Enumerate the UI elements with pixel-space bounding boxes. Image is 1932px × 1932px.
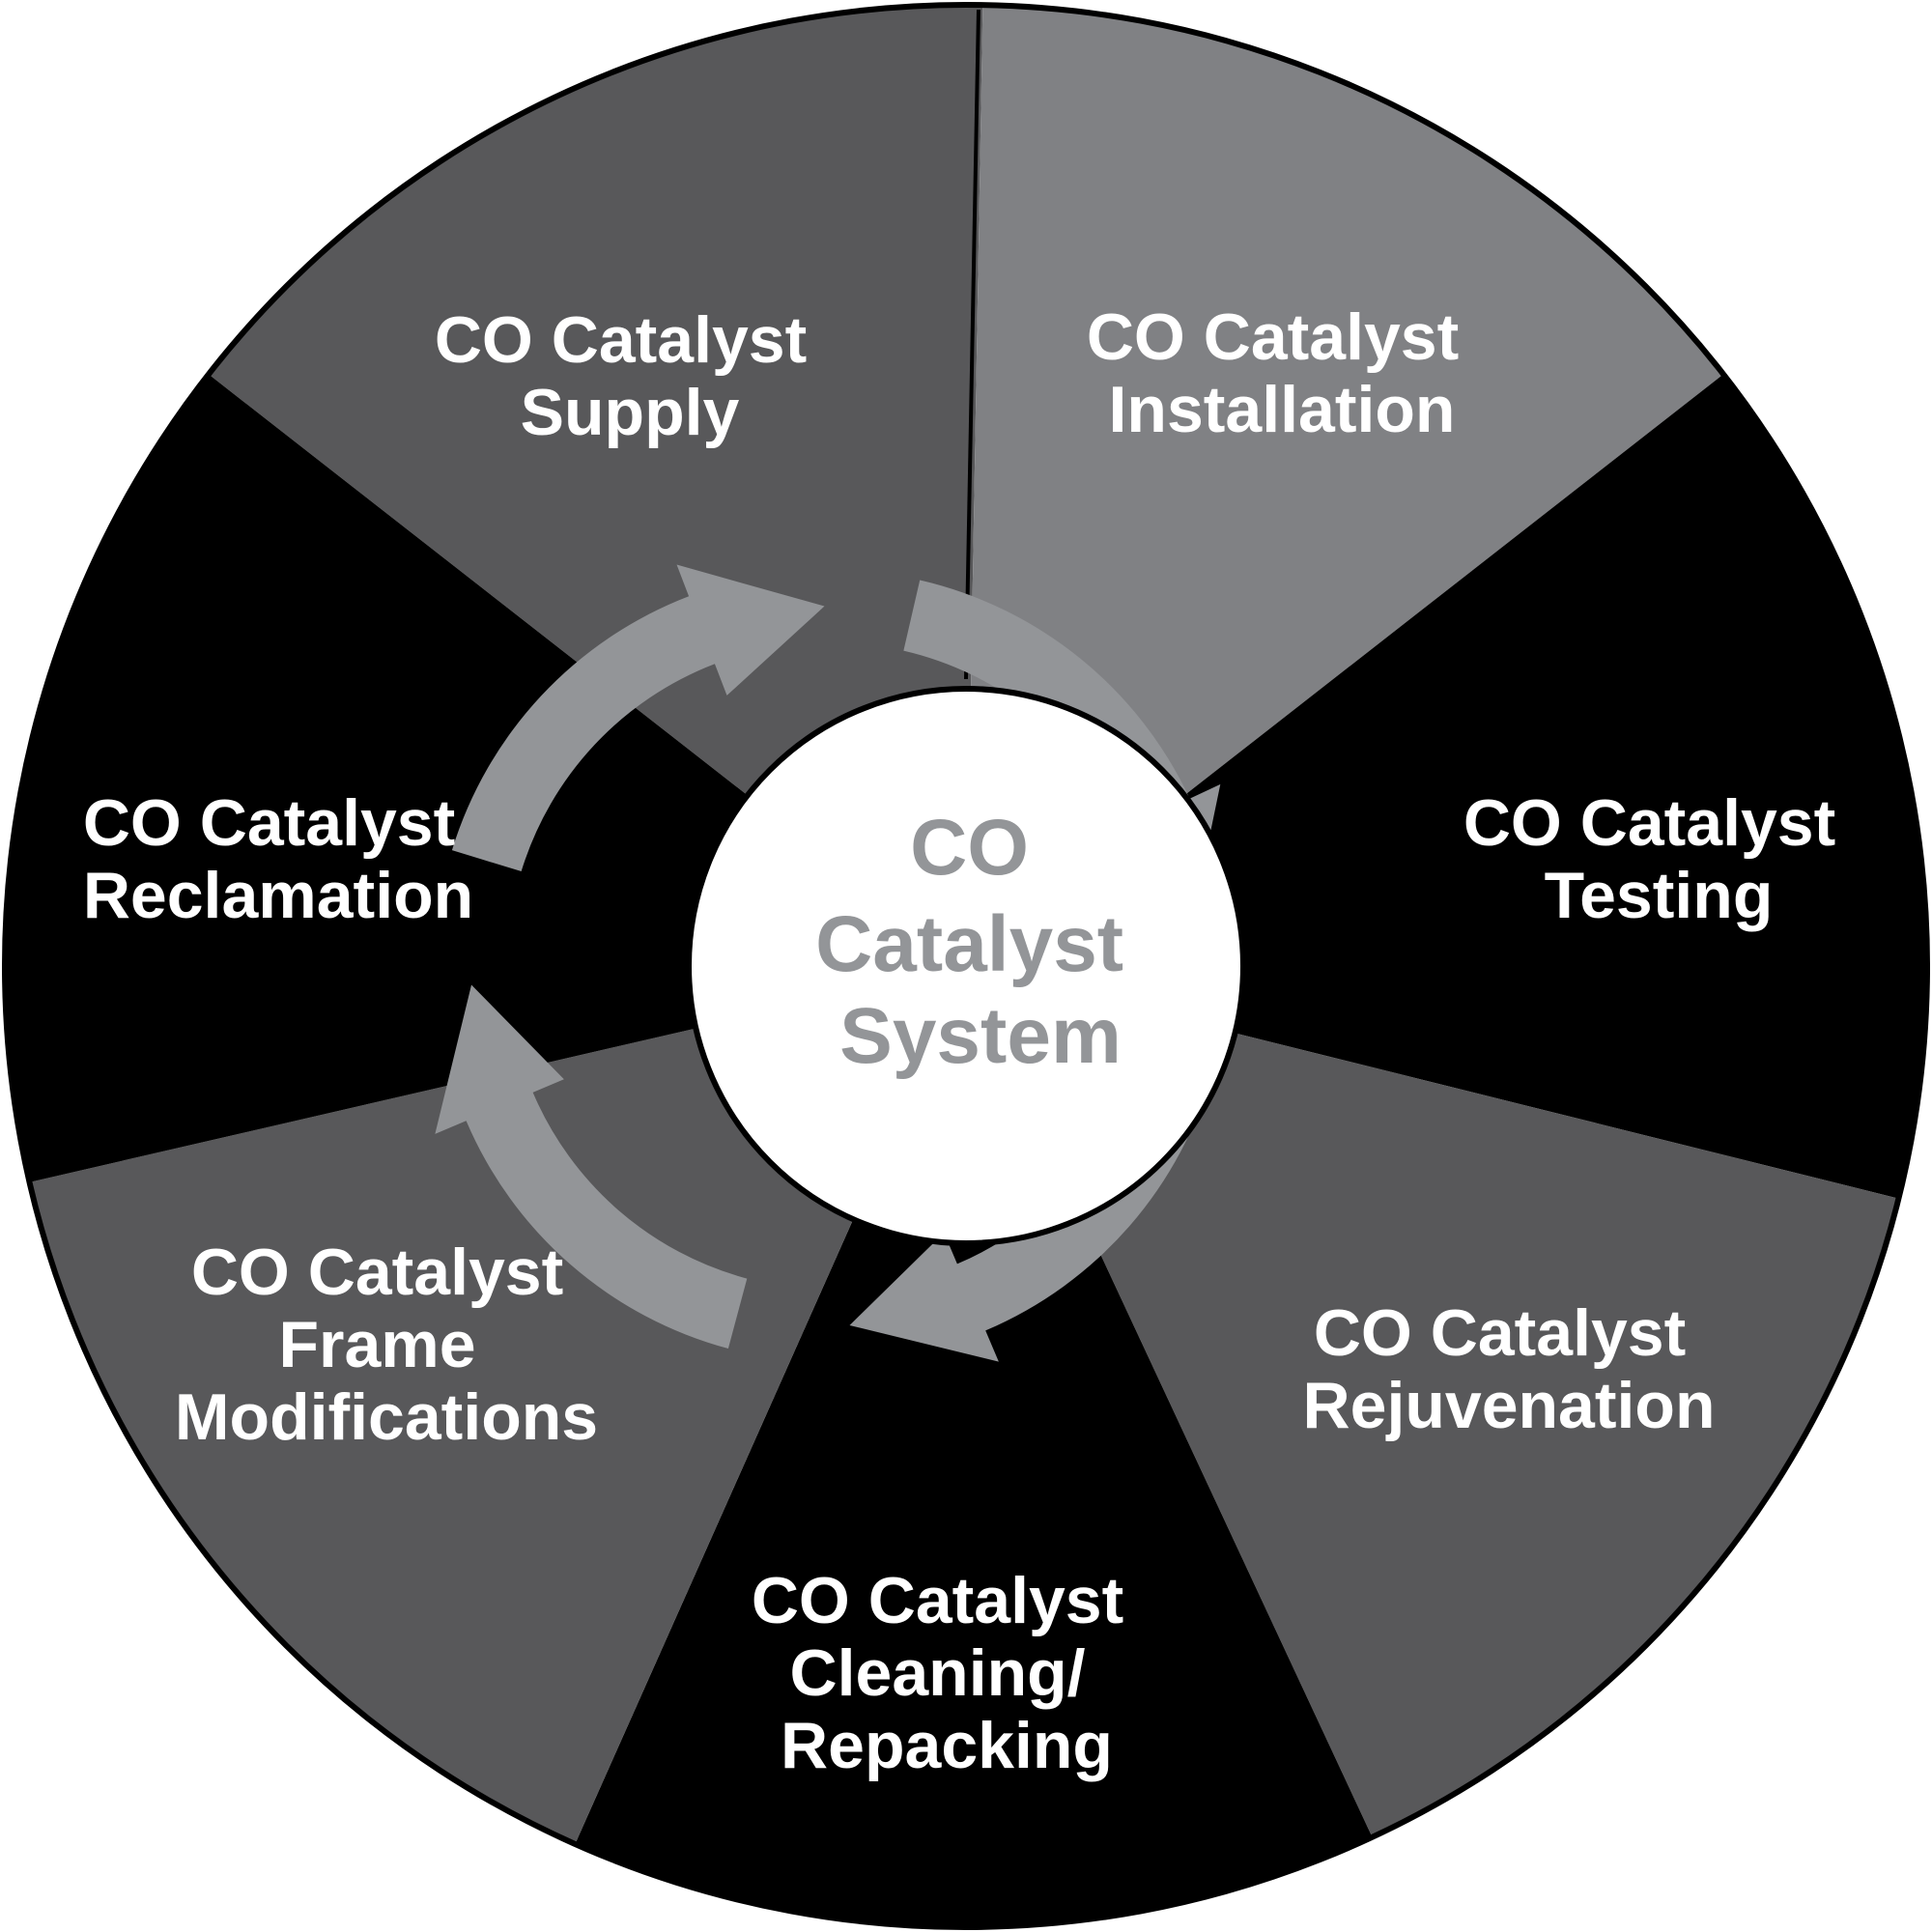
center-label-line: Catalyst bbox=[815, 900, 1123, 988]
label-line: Supply bbox=[521, 376, 740, 449]
label-line: Installation bbox=[1109, 373, 1456, 446]
label-line: CO Catalyst bbox=[83, 786, 455, 860]
label-testing: CO Catalyst Testing bbox=[1463, 786, 1854, 932]
segment-rejuvenation bbox=[1082, 1032, 1899, 1837]
label-line: CO Catalyst bbox=[1463, 786, 1835, 860]
label-line: Rejuvenation bbox=[1303, 1369, 1716, 1442]
label-line: Modifications bbox=[175, 1380, 598, 1454]
cycle-arrow-top-left bbox=[451, 564, 825, 872]
center-label-line: System bbox=[839, 992, 1122, 1080]
segment-installation bbox=[970, 5, 1724, 797]
label-supply: CO Catalyst Supply bbox=[435, 303, 825, 449]
label-line: Testing bbox=[1545, 859, 1774, 932]
label-line: CO Catalyst bbox=[1087, 300, 1459, 374]
segment-testing bbox=[1182, 374, 1927, 1199]
label-line: Frame bbox=[278, 1308, 475, 1381]
label-line: CO Catalyst bbox=[752, 1564, 1123, 1637]
label-line: CO Catalyst bbox=[191, 1236, 563, 1309]
label-installation: CO Catalyst Installation bbox=[1087, 300, 1477, 446]
segment-cleaning bbox=[575, 1215, 1373, 1928]
segment-reclamation bbox=[5, 374, 750, 1182]
center-label-line: CO bbox=[910, 804, 1029, 892]
segment-divider bbox=[964, 9, 980, 680]
center-hub bbox=[686, 686, 1246, 1246]
label-frame: CO Catalyst Frame Modifications bbox=[175, 1236, 598, 1454]
segment-frame bbox=[29, 1028, 855, 1844]
label-rejuvenation: CO Catalyst Rejuvenation bbox=[1303, 1296, 1716, 1442]
label-line: Reclamation bbox=[83, 859, 473, 932]
label-line: Cleaning/ bbox=[790, 1636, 1086, 1710]
label-line: Repacking bbox=[781, 1709, 1113, 1782]
center-label: CO Catalyst System bbox=[815, 804, 1146, 1080]
cycle-arrow-bottom-left bbox=[435, 984, 748, 1350]
label-reclamation: CO Catalyst Reclamation bbox=[83, 786, 473, 932]
segment-labels: CO Catalyst Supply CO Catalyst Installat… bbox=[83, 300, 1854, 1782]
label-cleaning: CO Catalyst Cleaning/ Repacking bbox=[752, 1564, 1142, 1782]
label-line: CO Catalyst bbox=[1314, 1296, 1686, 1370]
label-line: CO Catalyst bbox=[435, 303, 807, 377]
